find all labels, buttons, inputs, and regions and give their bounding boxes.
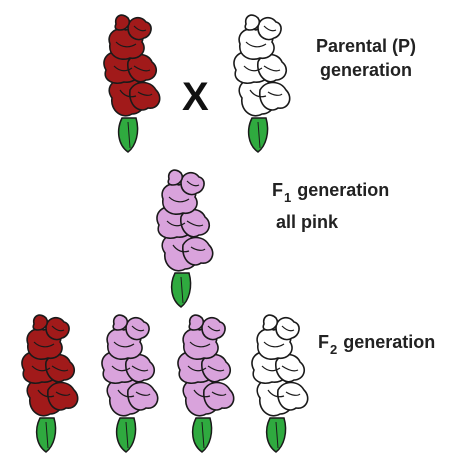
- petal-shape: [258, 18, 281, 40]
- petal-shape: [245, 15, 259, 30]
- parental-generation-label: Parental (P) generation: [316, 34, 416, 83]
- parent-red-flower: [92, 10, 172, 155]
- f1-word: generation: [297, 180, 389, 200]
- petal-shape: [115, 15, 129, 30]
- petal-shape: [202, 318, 225, 340]
- f2-white-flower: [240, 310, 320, 455]
- f1-letter: F: [272, 180, 283, 200]
- petal-shape: [128, 18, 151, 40]
- f2-pink-flower-1: [90, 310, 170, 455]
- petal-shape: [263, 315, 277, 330]
- petal-shape: [33, 315, 47, 330]
- f2-red-flower: [10, 310, 90, 455]
- petal-shape: [276, 318, 299, 340]
- f1-all-pink-text: all pink: [272, 210, 389, 234]
- f1-pink-flower: [145, 165, 225, 310]
- f2-subscript: 2: [330, 342, 337, 357]
- parental-label-line2: generation: [316, 58, 416, 82]
- f2-word: generation: [343, 332, 435, 352]
- f2-letter: F: [318, 332, 329, 352]
- parent-white-flower: [222, 10, 302, 155]
- f2-pink-flower-2: [166, 310, 246, 455]
- cross-symbol: X: [182, 75, 209, 120]
- petal-shape: [126, 318, 149, 340]
- petal-shape: [46, 318, 69, 340]
- f1-generation-label: F1 generation all pink: [272, 178, 389, 235]
- f2-generation-label: F2 generation: [318, 330, 435, 354]
- petal-shape: [189, 315, 203, 330]
- petal-shape: [181, 173, 204, 195]
- petal-shape: [168, 170, 182, 185]
- f1-subscript: 1: [284, 190, 291, 205]
- parental-label-line1: Parental (P): [316, 34, 416, 58]
- petal-shape: [113, 315, 127, 330]
